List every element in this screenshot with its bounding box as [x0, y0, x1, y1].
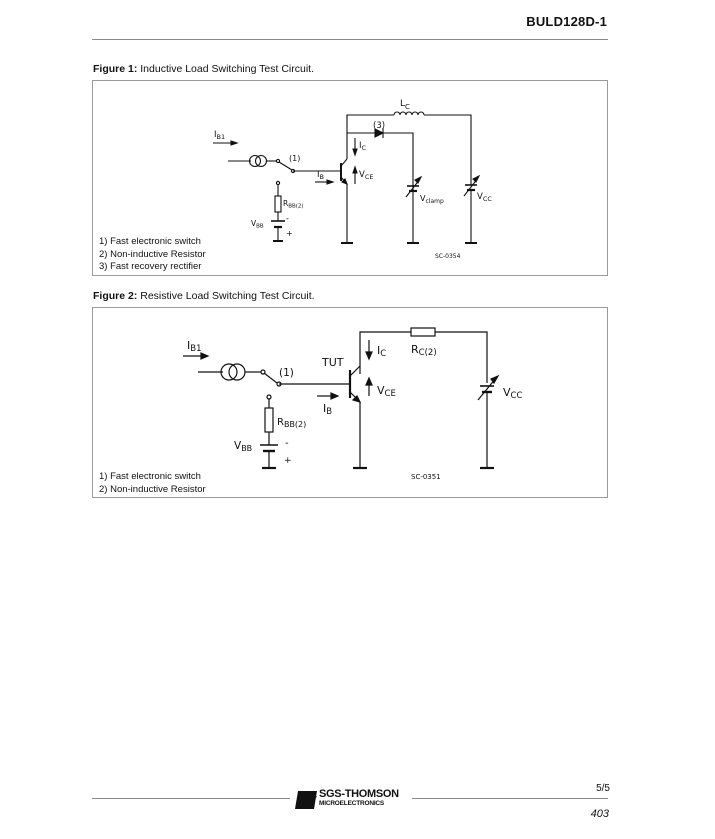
f1-label-vbb: V	[251, 219, 257, 228]
svg-text:VCC: VCC	[477, 192, 492, 203]
brand-name: SGS-THOMSON	[319, 788, 399, 800]
f1-note-2: 2) Non-inductive Resistor	[99, 248, 206, 260]
footer-rule-right	[412, 798, 608, 799]
f1-current-source-a	[248, 154, 262, 168]
f1-top-wire	[346, 114, 394, 118]
page-fraction: 5/5	[596, 783, 610, 794]
f2-resistor-rbb	[264, 407, 274, 433]
f1-label-vclamp: V	[420, 194, 426, 203]
f2-label-rbb: R	[277, 417, 284, 428]
f1-label-code: SC-0354	[435, 253, 461, 260]
f1-label-vcc: V	[477, 192, 483, 202]
f1-diode	[374, 128, 385, 138]
f1-resistor-rbb	[274, 195, 282, 213]
f2-note-2: 2) Non-inductive Resistor	[99, 483, 206, 495]
figure1-caption: Figure 1: Inductive Load Switching Test …	[93, 63, 314, 75]
f2-label-switch: (1)	[279, 367, 294, 379]
st-logo-icon: ST	[295, 791, 317, 809]
figure1-title: Inductive Load Switching Test Circuit.	[137, 63, 314, 75]
f2-switch-blade	[263, 372, 278, 384]
figure1-label: Figure 1:	[93, 63, 138, 75]
f2-label-plus: +	[284, 456, 292, 466]
f2-emitter-arrow	[351, 394, 362, 403]
svg-text:IB: IB	[317, 170, 324, 181]
f1-current-source-b	[254, 154, 268, 168]
brand-subtitle: MICROELECTRONICS	[319, 800, 385, 807]
f1-note-1: 1) Fast electronic switch	[99, 236, 201, 247]
f1-label-vce: V	[359, 170, 365, 180]
f2-label-vcc: V	[503, 386, 511, 399]
f1-label-switch: (1)	[289, 154, 300, 163]
f1-top-right-wire	[424, 114, 472, 185]
f1-note-3: 3) Fast recovery rectifier	[99, 261, 202, 272]
f1-label-ic: I	[359, 141, 362, 151]
f1-label-minus: -	[286, 214, 289, 223]
svg-text:LC: LC	[400, 99, 410, 111]
f2-label-code: SC-0351	[411, 473, 441, 481]
svg-text:VCC: VCC	[503, 386, 522, 401]
brand-logo: ST SGS-THOMSON MICROELECTRONICS	[295, 787, 415, 813]
svg-text:IB1: IB1	[214, 130, 225, 141]
f2-label-ic: I	[377, 344, 380, 357]
svg-text:RC(2): RC(2)	[411, 343, 437, 358]
footer-rule-left	[92, 798, 290, 799]
f2-label-minus: -	[285, 438, 289, 449]
f2-label-vbb: V	[234, 440, 242, 452]
f1-switch-blade	[278, 161, 293, 171]
f1-label-ib: I	[317, 170, 320, 180]
figure1-frame: LC (3) IB1 (1) IC VCE IB RBB(2) VBB - + …	[92, 80, 608, 276]
header-rule	[92, 39, 608, 40]
part-number: BULD128D-1	[526, 14, 607, 29]
svg-text:IB: IB	[323, 402, 332, 417]
f1-label-ib1: I	[214, 130, 217, 140]
f1-label-lc: L	[400, 99, 405, 109]
figure2-frame: IB1 (1) TUT IC RC(2) VCE IB RBB(2) VBB -…	[92, 307, 608, 498]
f2-note-1: 1) Fast electronic switch	[99, 471, 201, 482]
f2-label-rc: R	[411, 343, 419, 356]
svg-text:VCE: VCE	[359, 170, 373, 181]
figure2-title: Resistive Load Switching Test Circuit.	[137, 290, 315, 302]
f2-label-ib: I	[323, 402, 326, 415]
f1-emitter-arrow	[341, 178, 348, 185]
f2-label-tut: TUT	[321, 356, 344, 369]
f1-diode-wire	[347, 132, 414, 184]
figure2-label: Figure 2:	[93, 290, 138, 302]
f2-top-wire	[359, 331, 411, 371]
f1-switch-contact	[275, 158, 281, 164]
figure2-caption: Figure 2: Resistive Load Switching Test …	[93, 290, 315, 302]
f1-inductor	[393, 111, 425, 116]
figure1-notes: 1) Fast electronic switch 2) Non-inducti…	[99, 236, 206, 274]
svg-text:Vclamp: Vclamp	[420, 194, 444, 205]
svg-text:VBB: VBB	[251, 219, 264, 230]
svg-text:IC: IC	[377, 344, 386, 359]
f1-label-note3: (3)	[373, 121, 385, 131]
svg-text:RBB(2): RBB(2)	[277, 417, 306, 429]
f2-switch-contact	[260, 369, 266, 375]
figure2-schematic: IB1 (1) TUT IC RC(2) VCE IB RBB(2) VBB -…	[183, 327, 522, 481]
f1-label-rbb: R	[283, 199, 288, 208]
f2-label-vce: V	[377, 384, 385, 397]
svg-text:VBB: VBB	[234, 440, 252, 453]
f1-label-plus: +	[286, 229, 293, 238]
svg-text:VCE: VCE	[377, 384, 396, 399]
f2-label-ib1: I	[187, 339, 190, 352]
svg-text:IB1: IB1	[187, 339, 202, 354]
f2-resistor-rc	[410, 327, 436, 337]
figure2-notes: 1) Fast electronic switch 2) Non-inducti…	[99, 471, 206, 496]
st-logo-text: ST	[299, 794, 317, 808]
svg-text:RBB(2): RBB(2)	[283, 199, 304, 210]
figure1-schematic: LC (3) IB1 (1) IC VCE IB RBB(2) VBB - + …	[213, 99, 492, 260]
f2-current-source-a	[220, 363, 238, 381]
page-number: 403	[590, 808, 609, 820]
svg-text:IC: IC	[359, 141, 367, 152]
